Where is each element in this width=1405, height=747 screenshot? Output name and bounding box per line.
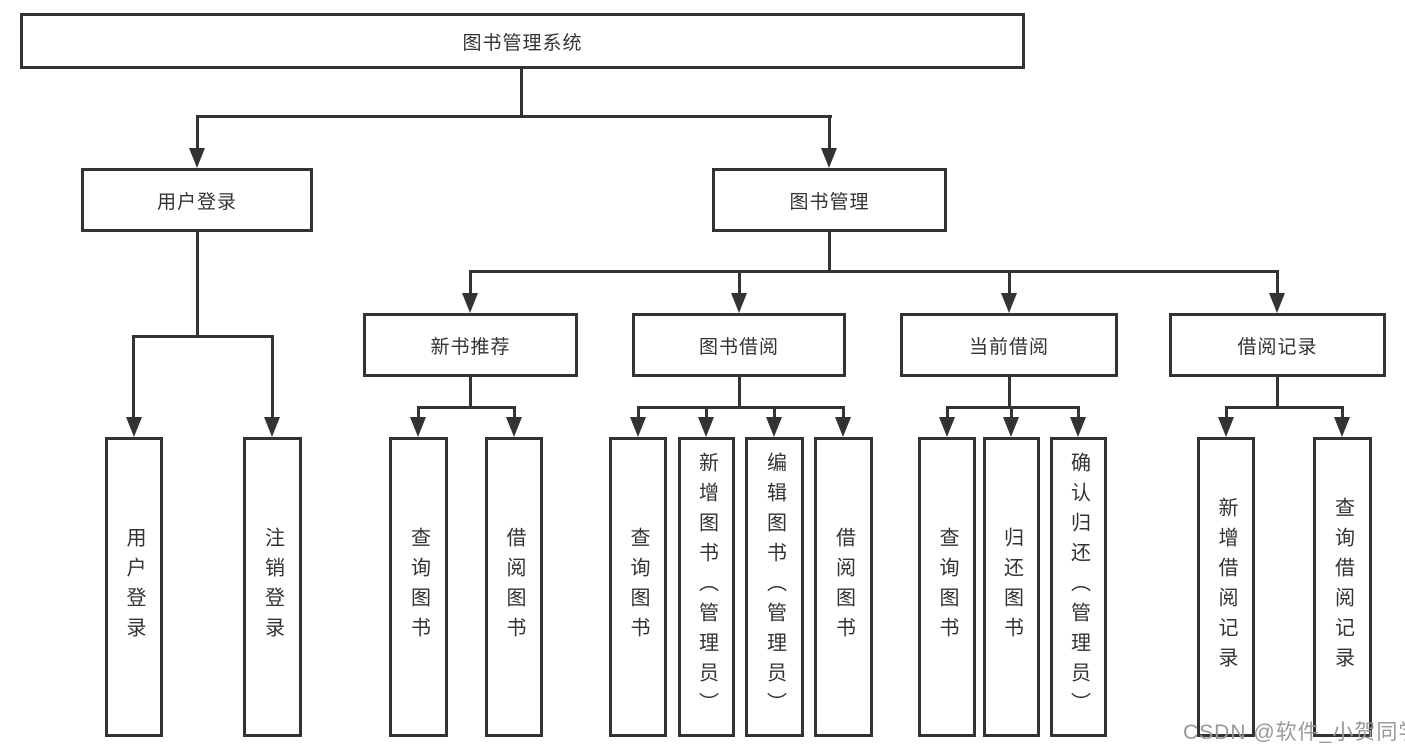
edge-to-leaf: [773, 406, 776, 417]
leaf-edit-books-admin: 编辑图书（管理员）: [745, 437, 804, 737]
edge-user-login-stem: [196, 232, 199, 335]
leaf-add-borrow-record: 新增借阅记录: [1197, 437, 1255, 737]
edge-new-book-stem: [469, 377, 472, 406]
edge-to-leaf: [513, 406, 516, 417]
edge-to-current-borrow: [1008, 270, 1011, 293]
arrow-down-icon: [1003, 417, 1019, 437]
edge-to-book-borrow: [738, 270, 741, 293]
edge-to-leaf-logout: [271, 335, 274, 417]
arrow-down-icon: [821, 148, 837, 168]
edge-to-leaf: [946, 406, 949, 417]
edge-to-leaf: [1077, 406, 1080, 417]
node-user-login: 用户登录: [81, 168, 313, 232]
arrow-down-icon: [1218, 417, 1234, 437]
node-book-management: 图书管理: [712, 168, 947, 232]
leaf-logout: 注销登录: [243, 437, 302, 737]
arrow-down-icon: [410, 417, 426, 437]
edge-current-borrow-split: [946, 406, 1080, 409]
edge-root-to-book-mgmt: [828, 115, 831, 149]
edge-book-borrow-stem: [738, 377, 741, 406]
arrow-down-icon: [698, 417, 714, 437]
edge-root-to-user-login: [196, 115, 199, 149]
node-library-management-system: 图书管理系统: [20, 13, 1025, 69]
arrow-down-icon: [506, 417, 522, 437]
arrow-down-icon: [462, 293, 478, 313]
node-borrow-record: 借阅记录: [1169, 313, 1386, 377]
node-book-borrow: 图书借阅: [632, 313, 846, 377]
arrow-down-icon: [189, 148, 205, 168]
edge-to-borrow-record: [1276, 270, 1279, 293]
leaf-query-borrow-record: 查询借阅记录: [1313, 437, 1372, 737]
edge-root-stem: [520, 69, 523, 115]
arrow-down-icon: [630, 417, 646, 437]
edge-to-leaf: [842, 406, 845, 417]
edge-root-split: [196, 115, 832, 118]
edge-to-leaf: [1010, 406, 1013, 417]
leaf-return-books: 归还图书: [983, 437, 1040, 737]
arrow-down-icon: [835, 417, 851, 437]
arrow-down-icon: [126, 417, 142, 437]
edge-to-leaf: [1341, 406, 1344, 417]
leaf-borrow-books: 借阅图书: [814, 437, 873, 737]
arrow-down-icon: [1070, 417, 1086, 437]
edge-book-mgmt-split: [469, 270, 1279, 273]
edge-current-borrow-stem: [1008, 377, 1011, 406]
edge-book-borrow-split: [637, 406, 845, 409]
node-new-book-recommend: 新书推荐: [363, 313, 578, 377]
node-current-borrow: 当前借阅: [900, 313, 1118, 377]
arrow-down-icon: [1269, 293, 1285, 313]
edge-new-book-split: [417, 406, 516, 409]
leaf-add-books-admin: 新增图书（管理员）: [678, 437, 735, 737]
arrow-down-icon: [264, 417, 280, 437]
edge-borrow-record-stem: [1276, 377, 1279, 406]
edge-user-login-split: [132, 335, 274, 338]
edge-book-mgmt-stem: [828, 232, 831, 270]
leaf-confirm-return-admin: 确认归还（管理员）: [1050, 437, 1107, 737]
arrow-down-icon: [1334, 417, 1350, 437]
leaf-borrow-books-recommend: 借阅图书: [485, 437, 543, 737]
leaf-query-books-current: 查询图书: [918, 437, 976, 737]
arrow-down-icon: [766, 417, 782, 437]
edge-to-leaf-user-login: [132, 335, 135, 417]
leaf-user-login: 用户登录: [105, 437, 163, 737]
edge-to-leaf: [417, 406, 420, 417]
arrow-down-icon: [1001, 293, 1017, 313]
edge-borrow-record-split: [1225, 406, 1344, 409]
leaf-query-books-recommend: 查询图书: [389, 437, 448, 737]
edge-to-leaf: [637, 406, 640, 417]
arrow-down-icon: [939, 417, 955, 437]
edge-to-leaf: [1225, 406, 1228, 417]
csdn-watermark: CSDN @软件_小贺同学: [1183, 721, 1405, 744]
edge-to-new-book: [469, 270, 472, 293]
leaf-query-books-borrow: 查询图书: [609, 437, 667, 737]
arrow-down-icon: [731, 293, 747, 313]
edge-to-leaf: [705, 406, 708, 417]
